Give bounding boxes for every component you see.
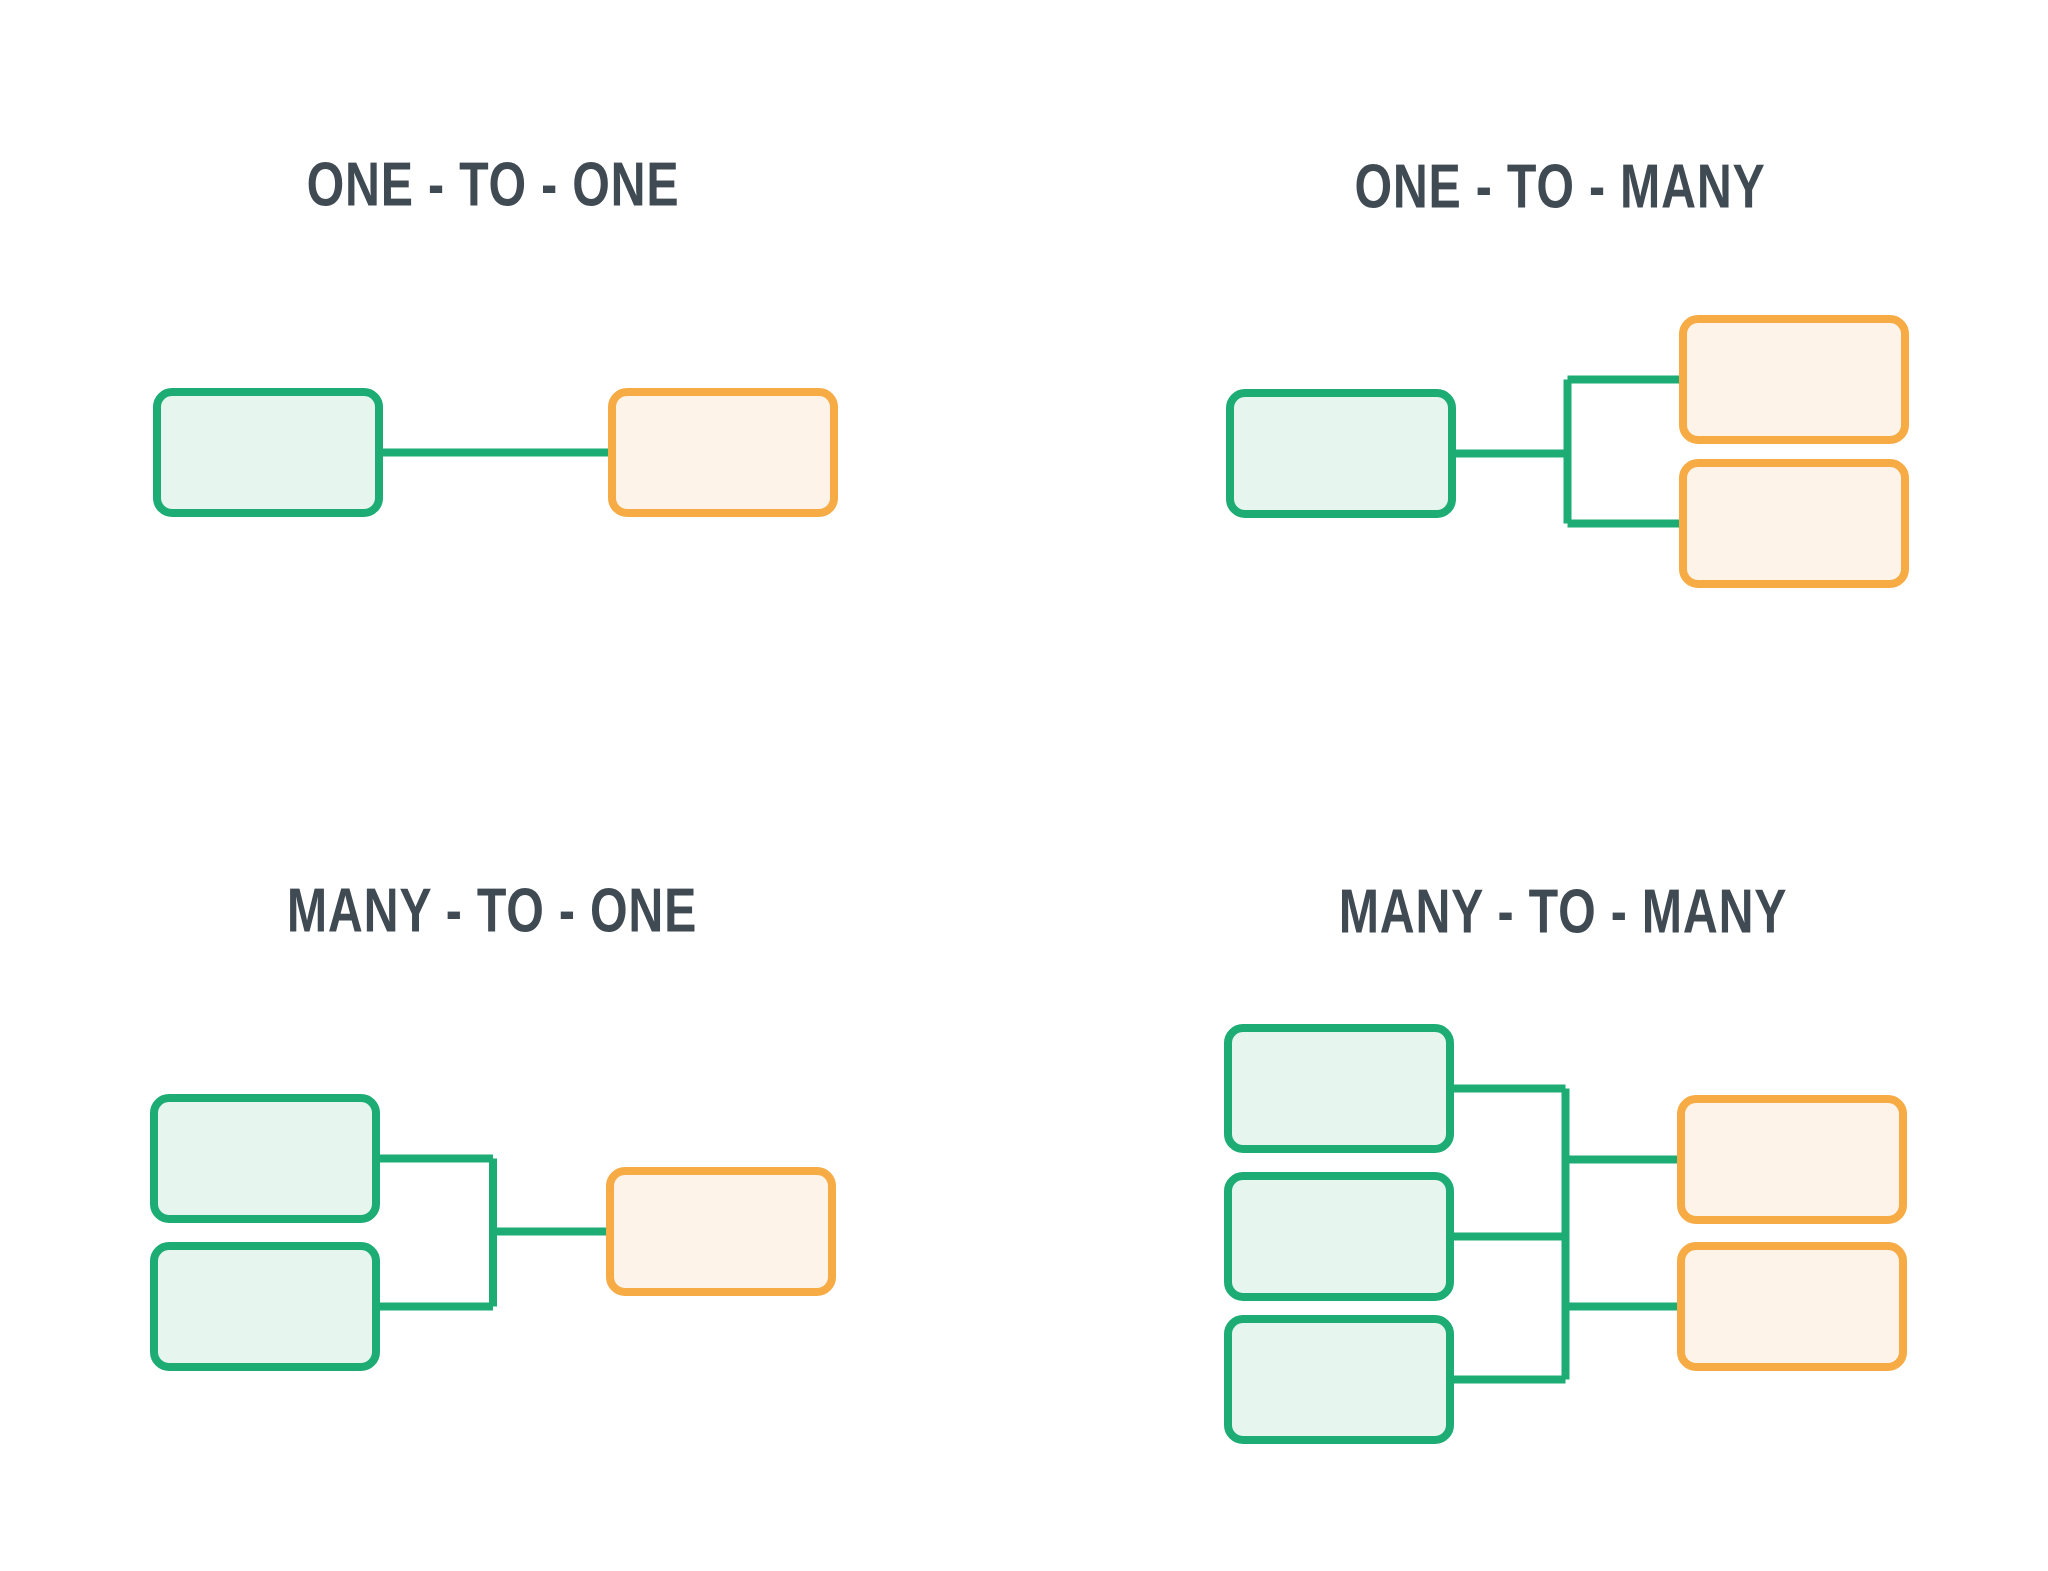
diagram-title-many-to-many: MANY - TO - MANY: [1338, 877, 1788, 947]
entity-box-green: [1224, 1315, 1454, 1444]
entity-box-green: [1224, 1172, 1454, 1301]
entity-box-orange: [1679, 315, 1909, 444]
entity-box-orange: [608, 388, 838, 517]
entity-box-green: [150, 1094, 380, 1223]
entity-box-orange: [606, 1167, 836, 1296]
diagram-title-one-to-many: ONE - TO - MANY: [1354, 152, 1766, 222]
diagram-many-to-one: [150, 1094, 836, 1371]
diagram-title-many-to-one: MANY - TO - ONE: [286, 876, 698, 946]
diagram-one-to-one: [153, 388, 838, 517]
entity-box-orange: [1677, 1242, 1907, 1371]
entity-box-orange: [1679, 459, 1909, 588]
diagram-one-to-many: [1226, 315, 1909, 588]
entity-box-orange: [1677, 1095, 1907, 1224]
entity-box-green: [153, 388, 383, 517]
diagram-title-one-to-one: ONE - TO - ONE: [306, 150, 680, 220]
entity-box-green: [150, 1242, 380, 1371]
entity-box-green: [1224, 1024, 1454, 1153]
entity-box-green: [1226, 389, 1456, 518]
diagram-many-to-many: [1224, 1024, 1907, 1444]
